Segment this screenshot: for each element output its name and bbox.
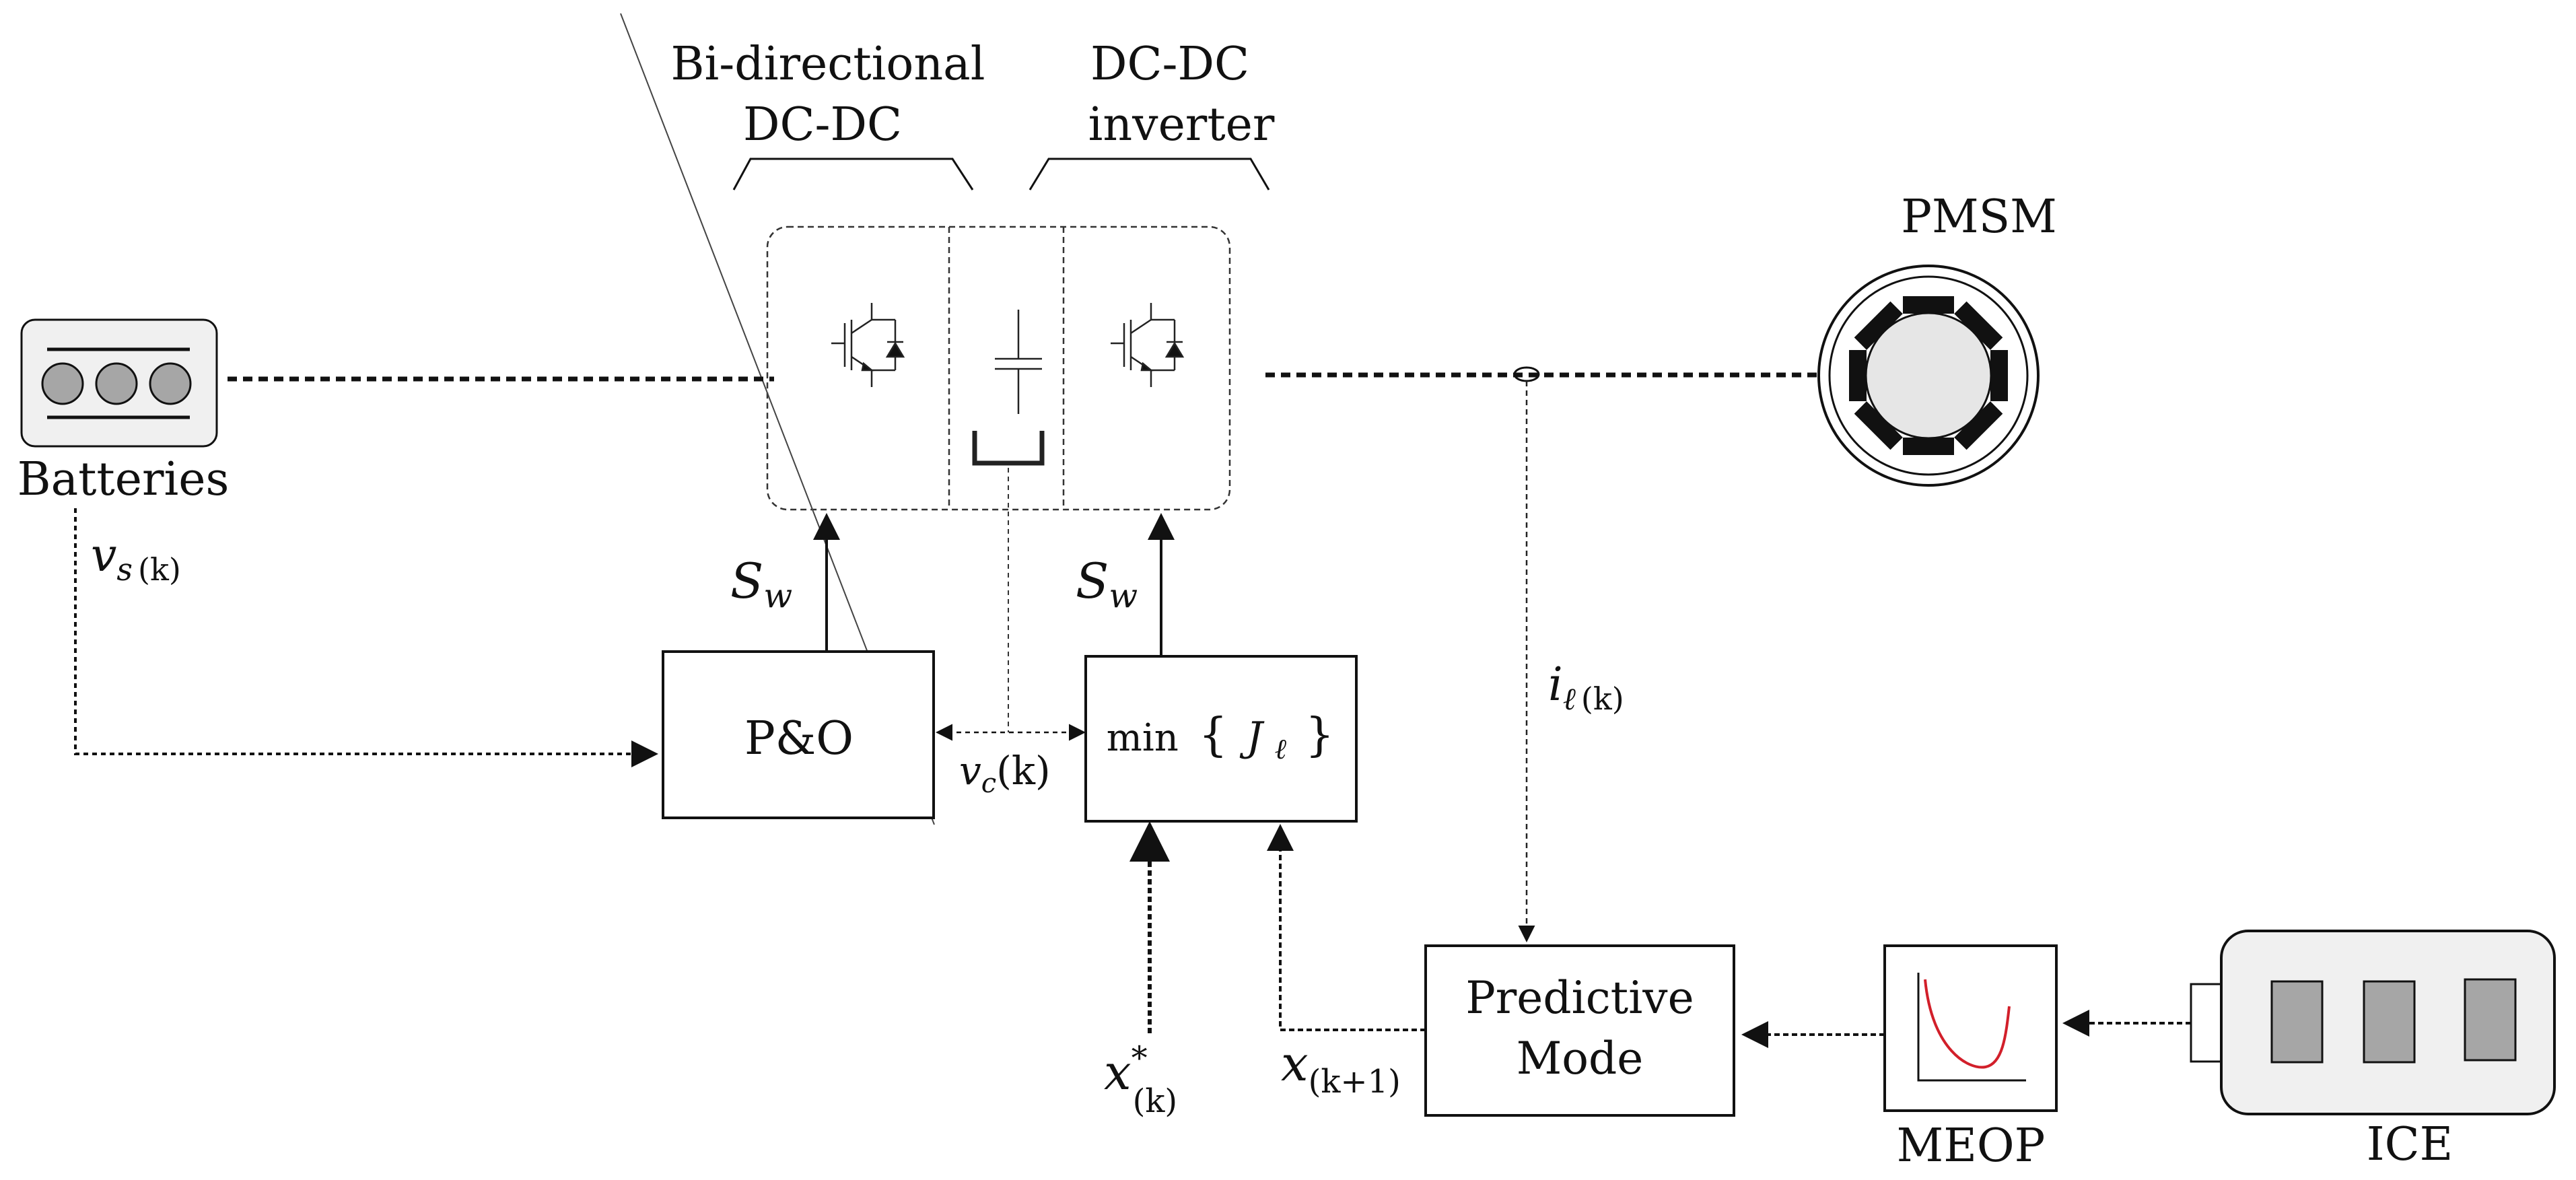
bidirectional-label-line1: Bi-directional: [671, 38, 985, 91]
sw-right-label: Sw: [1076, 553, 1138, 615]
sw-left-label: Sw: [730, 553, 792, 615]
pmsm-label: PMSM: [1901, 190, 2057, 244]
inverter-label-line1: DC-DC: [1090, 38, 1249, 91]
ice-label: ICE: [2367, 1118, 2453, 1171]
vs-label: vs(k): [91, 529, 181, 588]
xk1-label: x(k+1): [1281, 1035, 1401, 1101]
xk1-arrow: [1267, 824, 1426, 1031]
min-block: [1084, 655, 1358, 823]
meop-label: MEOP: [1897, 1119, 2046, 1173]
battery-icon: [20, 318, 218, 448]
vc-label: vc(k): [959, 748, 1051, 799]
vs-feedback-arrow: [74, 508, 658, 767]
igbt-icon: [831, 303, 905, 387]
predictive-label-line2: Mode: [1517, 1033, 1644, 1084]
batteries-label: Batteries: [18, 453, 230, 506]
po-label: P&O: [744, 712, 854, 765]
predictive-label-line1: Predictive: [1465, 972, 1694, 1024]
il-label: iℓ(k): [1548, 658, 1624, 717]
po-block: [662, 650, 935, 819]
ice-engine-icon: [2190, 930, 2556, 1115]
inverter-label-line2: inverter: [1088, 98, 1275, 151]
pmsm-motor-icon: [1817, 265, 2040, 487]
capacitor-icon: [972, 310, 1045, 466]
bidirectional-bracket: [732, 158, 974, 190]
meop-graph-icon: [1883, 944, 2058, 1112]
xstar-label: x*(k): [1104, 1039, 1177, 1120]
predictive-mode-block: [1424, 944, 1735, 1117]
converter-enclosure: [766, 225, 1231, 511]
inverter-bracket: [1029, 158, 1270, 190]
min-cost-label: min { J ℓ }: [1107, 709, 1334, 768]
bidirectional-label-line2: DC-DC: [743, 98, 902, 151]
igbt-icon: [1111, 303, 1185, 387]
